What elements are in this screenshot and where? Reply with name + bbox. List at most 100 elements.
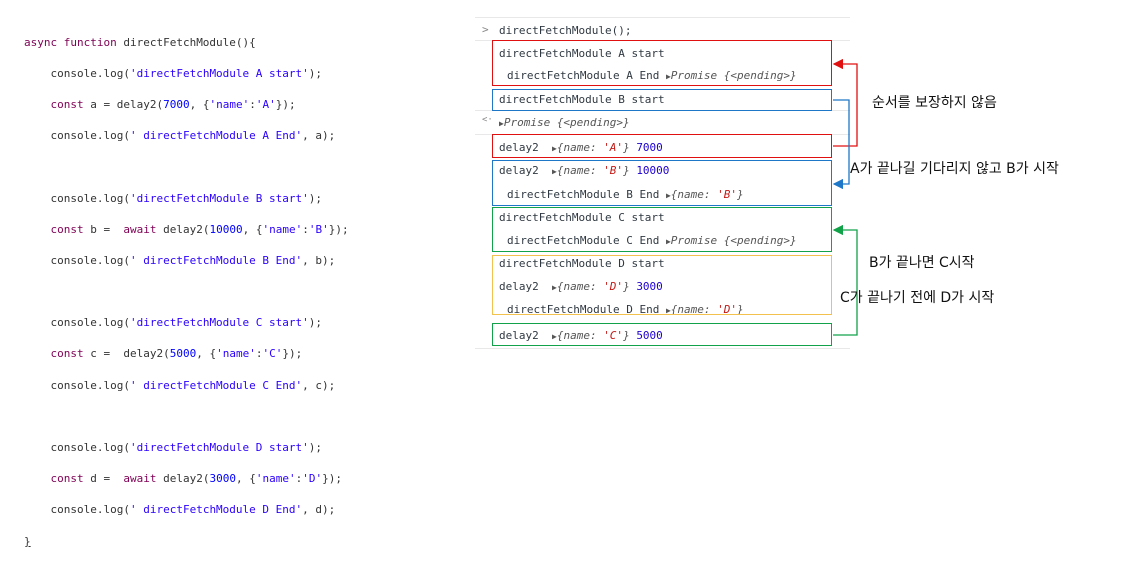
connector-arrows [832,58,858,336]
code-text: }); [282,347,303,361]
object-value: 'B' [717,188,738,201]
code-text: , b); [302,253,336,267]
blue-connector-arrow [832,99,850,190]
expand-triangle-icon[interactable]: ▶ [499,119,504,128]
annotation-c-starts-after-b: B가 끝나면 C시작 [869,255,975,271]
code-text: }); [275,97,296,111]
code-line: console.log('directFetchModule B start')… [24,191,349,207]
expand-triangle-icon[interactable]: ▶ [665,191,671,200]
code-string: 'name' [209,97,250,111]
code-text: : [255,347,263,361]
code-text: b = [83,222,124,236]
code-text: delay2( [156,222,210,236]
log-text: delay2 [499,329,539,342]
log-text: delay2 [499,141,539,154]
object-value: 'D' [717,303,738,316]
code-line: const c = delay2(5000, {'name':'C'}); [24,346,349,362]
log-text: delay2 [499,164,539,177]
code-text: console.log( [24,129,130,143]
console-separator [475,17,850,18]
code-keyword: await [123,222,157,236]
code-text: ); [308,441,323,455]
log-number: 5000 [636,329,663,342]
code-text: delay2( [156,472,210,486]
code-text: , d); [302,503,336,517]
code-text: ); [308,316,323,330]
code-text: , c); [302,378,336,392]
code-string: 'A' [255,97,276,111]
code-text: directFetchModule(){ [116,35,256,49]
annotation-b-starts-without-waiting: A가 끝나길 기다리지 않고 B가 시작 [850,161,1059,177]
highlight-box-delay2-c [492,323,832,346]
code-keyword: const [50,347,84,361]
code-line-empty [24,409,349,425]
code-number: 7000 [163,97,190,111]
code-string: ' directFetchModule C End' [129,378,303,392]
promise-label: Promise [503,116,551,129]
code-text: }); [328,222,349,236]
code-string: 'name' [216,347,256,361]
code-keyword: await [123,472,157,486]
code-text: c = delay2( [83,347,170,361]
log-text: delay2 [499,280,539,293]
object-key: {name: [556,141,604,154]
code-text: console.log( [24,253,130,267]
object-close: } [623,141,630,154]
console-log-b-start: directFetchModule B start [499,93,665,106]
log-number: 10000 [636,164,670,177]
object-value: 'D' [603,280,624,293]
code-string: ' directFetchModule D End' [129,503,303,517]
promise-label: Promise [670,234,718,247]
code-text: a = delay2( [83,97,164,111]
object-key: {name: [556,329,604,342]
object-key: {name: [556,164,604,177]
code-string: 'directFetchModule C start' [129,316,309,330]
highlight-box-b-done [492,160,832,206]
code-string: ' directFetchModule A End' [129,129,303,143]
code-text: console.log( [24,441,130,455]
expand-triangle-icon[interactable]: ▶ [552,144,557,153]
console-return-value[interactable]: ▶Promise {<pending>} [499,116,630,129]
console-separator [475,348,850,349]
code-text: ); [308,66,323,80]
code-line: const b = await delay2(10000, {'name':'B… [24,222,349,238]
code-line: } [24,534,349,550]
highlight-box-d [492,255,832,315]
console-log-d-end: directFetchModule D End ▶{name: 'D'} [507,303,744,316]
object-close: } [737,303,744,316]
log-number: 3000 [636,280,663,293]
object-value: 'A' [603,141,624,154]
code-text: console.log( [24,66,130,80]
expand-triangle-icon[interactable]: ▶ [552,283,557,292]
highlight-box-c [492,207,832,252]
log-text: directFetchModule A End [507,69,660,82]
code-text: , a); [302,129,336,143]
code-string: 'directFetchModule B start' [129,191,309,205]
code-line: async function directFetchModule(){ [24,35,349,51]
code-number: 5000 [169,347,197,361]
code-line: console.log(' directFetchModule A End', … [24,128,349,144]
code-text: , { [242,222,263,236]
code-closing-brace: } [24,534,31,548]
code-line: console.log('directFetchModule A start')… [24,66,349,82]
code-string: 'B' [308,222,329,236]
expand-triangle-icon[interactable]: ▶ [665,237,671,246]
promise-state: {<pending>} [723,234,797,247]
code-text: : [249,97,256,111]
promise-state: {<pending>} [723,69,797,82]
code-line: console.log('directFetchModule C start')… [24,315,349,331]
code-string: 'directFetchModule D start' [129,441,309,455]
object-key: {name: [670,188,718,201]
code-keyword: const [50,97,84,111]
expand-triangle-icon[interactable]: ▶ [552,167,557,176]
object-close: } [623,164,630,177]
expand-triangle-icon[interactable]: ▶ [665,72,671,81]
code-string: 'D' [302,472,323,486]
expand-triangle-icon[interactable]: ▶ [665,306,671,315]
object-close: } [737,188,744,201]
log-text: directFetchModule B End [507,188,660,201]
code-keyword: async function [24,35,117,49]
return-value-icon: <· [482,115,493,125]
expand-triangle-icon[interactable]: ▶ [552,332,557,341]
console-input[interactable]: directFetchModule(); [499,24,632,37]
